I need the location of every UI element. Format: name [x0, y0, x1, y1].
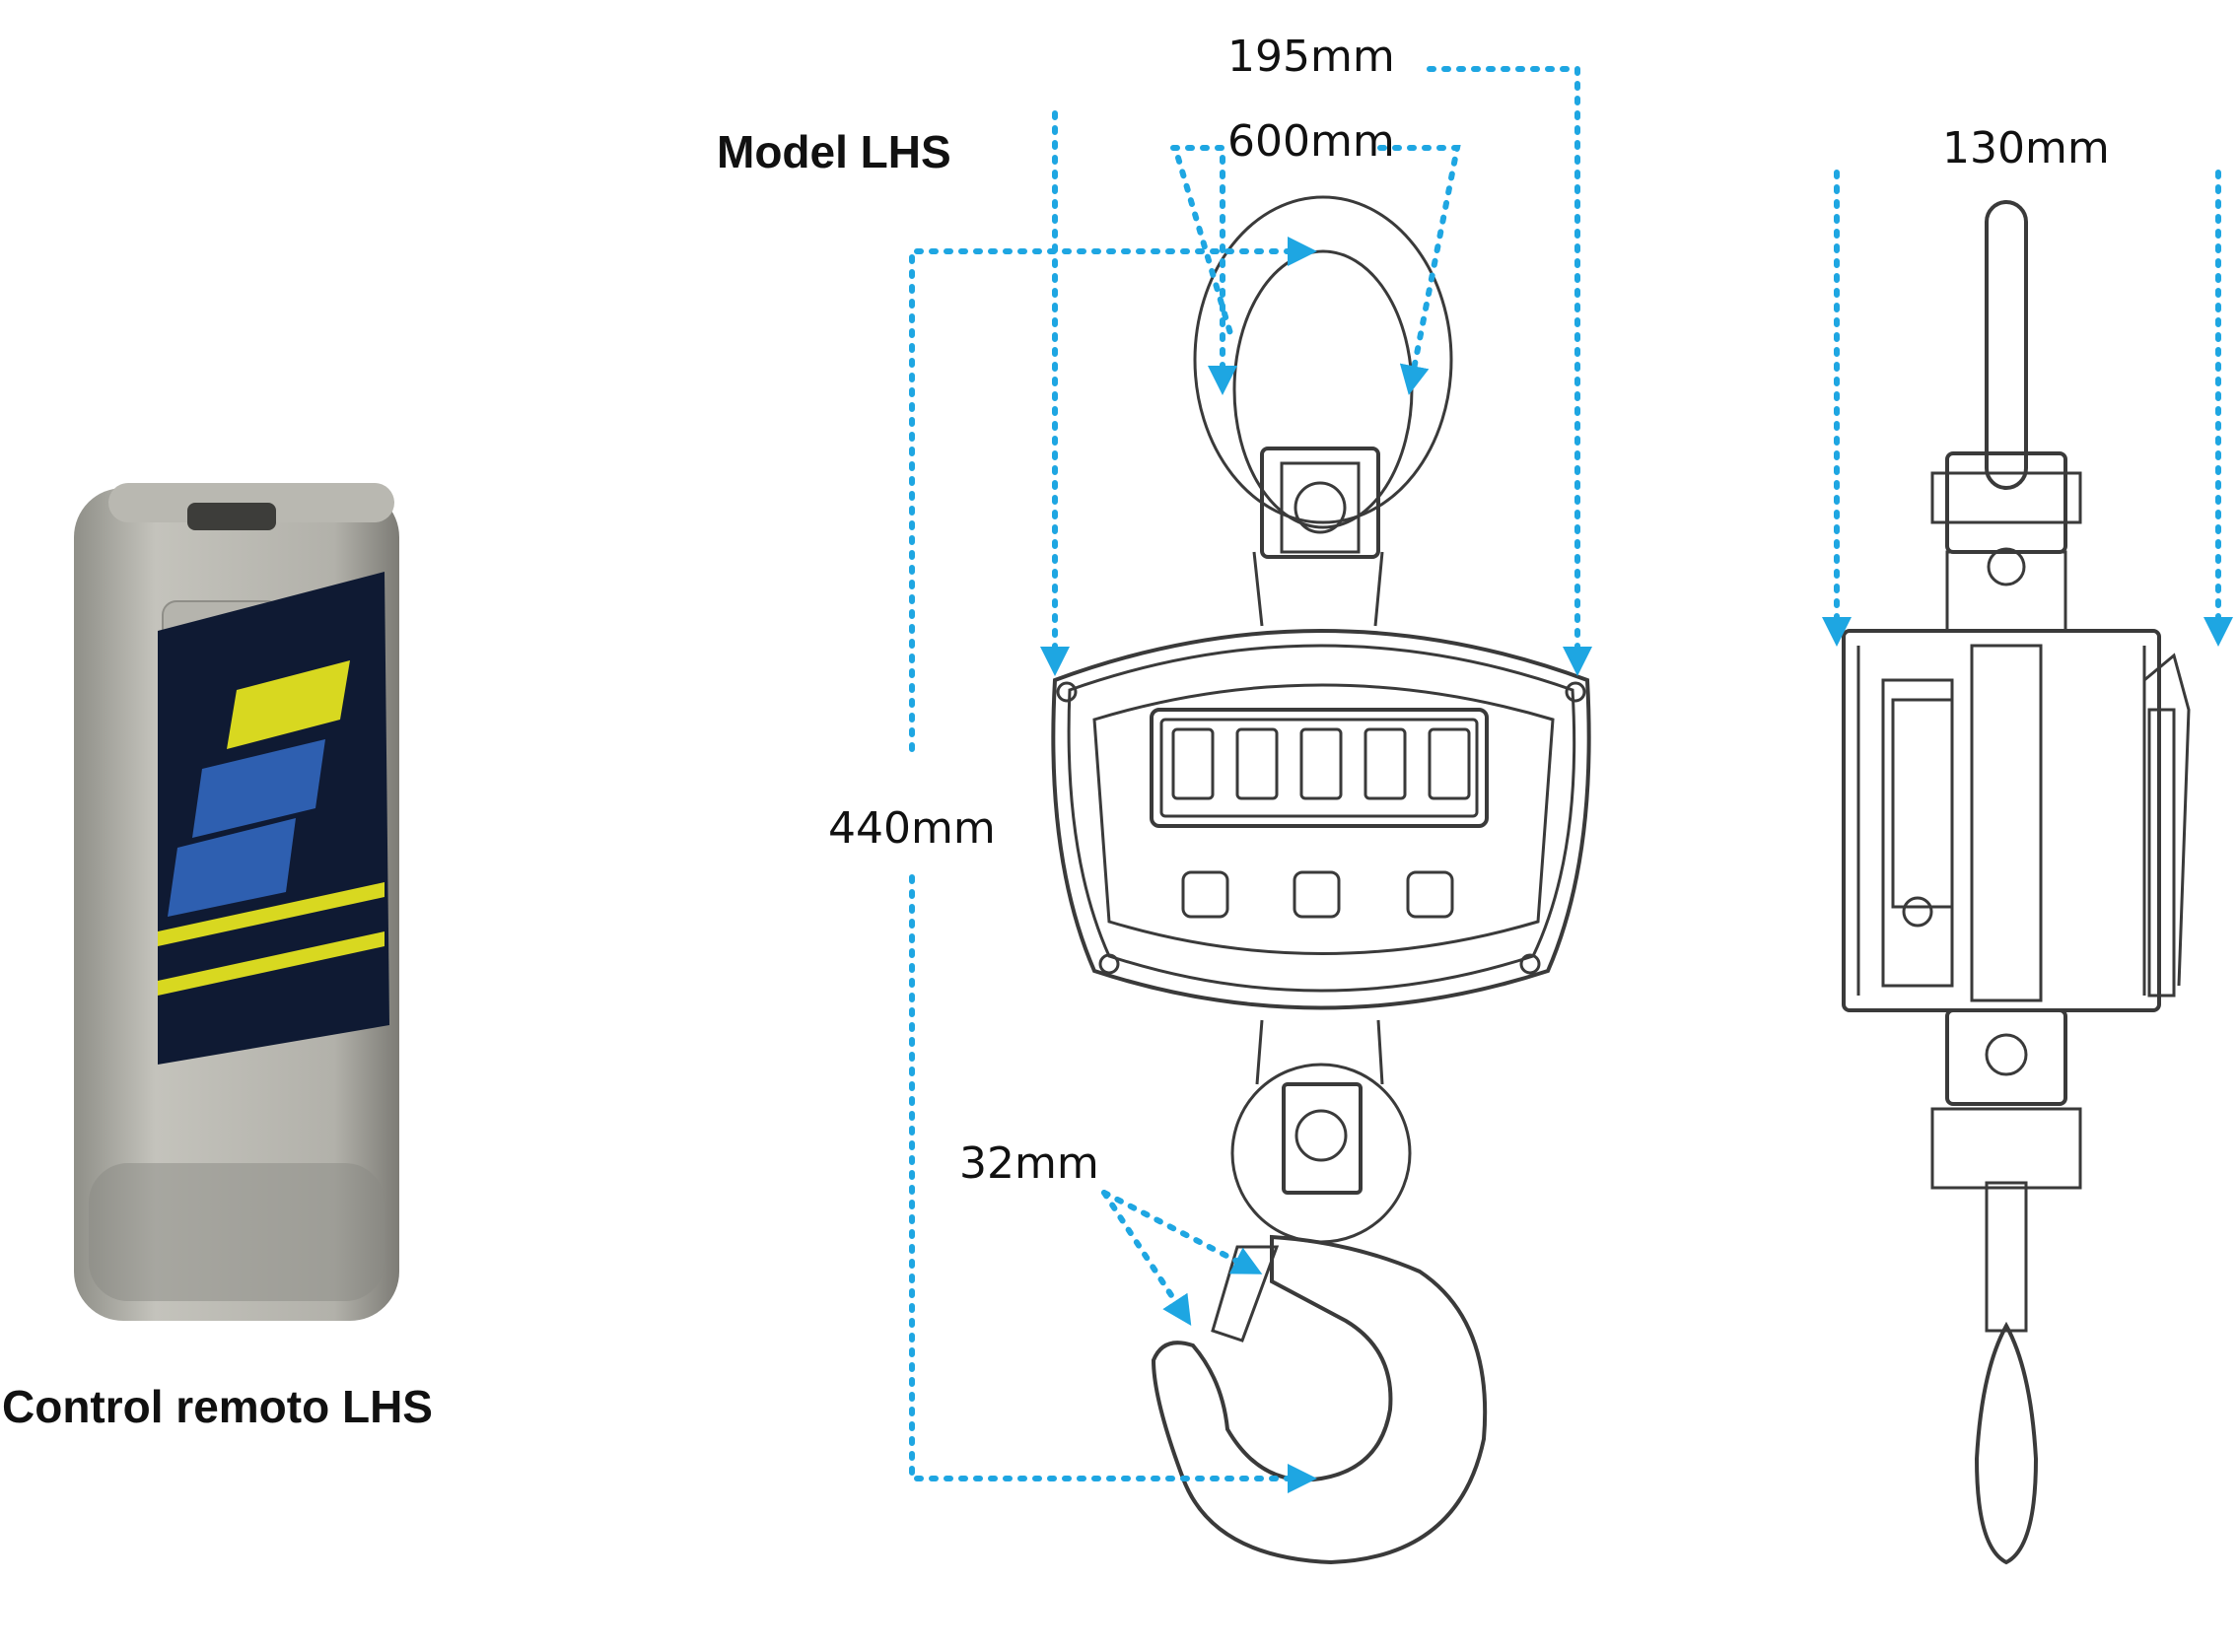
- dimension-shackle: 600mm: [1227, 116, 1395, 167]
- dimension-depth: 130mm: [1942, 123, 2110, 173]
- side-dimension-lines: [1822, 170, 2233, 647]
- crane-scale-side-view: [1842, 200, 2191, 1565]
- crane-scale-front-view: [1051, 195, 1591, 1565]
- dimension-height: 440mm: [828, 803, 996, 854]
- remote-label: Control remoto LHS: [2, 1381, 433, 1432]
- remote-control-image: [74, 483, 399, 1321]
- front-dimension-lines: [909, 66, 1592, 1493]
- model-label: Model LHS: [717, 126, 951, 177]
- dimension-hook-gap: 32mm: [959, 1138, 1099, 1189]
- dimension-width-top: 195mm: [1227, 32, 1395, 82]
